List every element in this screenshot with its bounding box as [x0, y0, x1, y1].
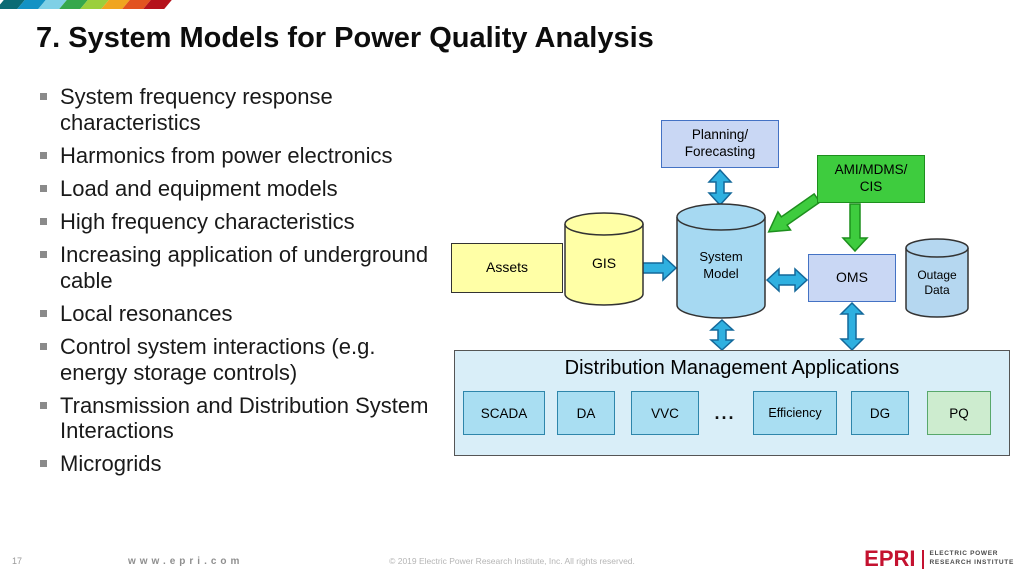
bullet-marker-icon — [40, 250, 47, 258]
bullet-item: Transmission and Distribution System Int… — [38, 393, 446, 445]
outage-data-cylinder: Outage Data — [905, 238, 969, 318]
dma-title: Distribution Management Applications — [564, 357, 900, 379]
cylinder-top — [676, 203, 766, 231]
oms-box: OMS — [808, 254, 896, 302]
website-link[interactable]: www.epri.com — [128, 556, 244, 567]
bullet-text: Local resonances — [60, 300, 233, 326]
ami-mdms-cis-box: AMI/MDMS/ CIS — [817, 155, 925, 203]
arrow-planning-systemmodel-icon — [707, 168, 733, 207]
system-model-database-cylinder: System Model — [676, 203, 766, 319]
bullet-marker-icon — [40, 342, 47, 350]
cylinder-body — [905, 248, 969, 318]
bullet-item: High frequency characteristics — [38, 209, 446, 235]
bullet-marker-icon — [40, 151, 47, 159]
bullet-item: Load and equipment models — [38, 176, 446, 202]
outage-label-line1: Outage — [917, 267, 957, 282]
app-box-scada: SCADA — [463, 391, 545, 435]
logo-tagline-line1: ELECTRIC POWER — [929, 550, 999, 558]
assets-box: Assets — [451, 243, 563, 293]
bullet-item: Increasing application of underground ca… — [38, 242, 446, 294]
bullet-text: Transmission and Distribution System Int… — [60, 392, 429, 444]
outage-data-label: Outage Data — [905, 238, 969, 318]
planning-forecasting-box: Planning/ Forecasting — [661, 120, 779, 168]
bullet-item: Microgrids — [38, 451, 446, 477]
planning-label-line2: Forecasting — [684, 144, 756, 159]
bullet-text: Increasing application of underground ca… — [60, 241, 429, 293]
bullet-marker-icon — [40, 184, 47, 192]
system-architecture-diagram: Planning/ Forecasting AMI/MDMS/ CIS Asse… — [445, 110, 1020, 460]
arrow-ami-systemmodel-icon — [767, 192, 821, 233]
arrow-oms-dma-icon — [839, 301, 865, 352]
gis-label: GIS — [591, 254, 617, 271]
outage-label-line2: Data — [924, 282, 950, 297]
bullet-text: Harmonics from power electronics — [60, 142, 393, 168]
bullet-item: Harmonics from power electronics — [38, 143, 446, 169]
logo-tagline: ELECTRIC POWER RESEARCH INSTITUTE — [930, 550, 1014, 568]
gis-database-cylinder: GIS — [564, 212, 644, 306]
logo-tagline-line2: RESEARCH INSTITUTE — [929, 559, 1014, 566]
bullet-text: Control system interactions (e.g. energy… — [60, 333, 376, 385]
ami-label-line1: AMI/MDMS/ — [834, 162, 908, 178]
cylinder-top — [564, 212, 644, 236]
distribution-management-applications-panel: Distribution Management Applications SCA… — [454, 350, 1010, 456]
page-number: 17 — [12, 556, 23, 566]
bullet-text: System frequency response characteristic… — [60, 84, 333, 135]
app-box-pq: PQ — [927, 391, 991, 435]
arrow-systemmodel-dma-icon — [709, 318, 735, 352]
copyright-text: © 2019 Electric Power Research Institute… — [389, 556, 635, 566]
arrow-ami-oms-icon — [841, 203, 869, 253]
system-model-label-line1: System — [699, 249, 743, 265]
bullet-list: System frequency response characteristic… — [38, 84, 446, 484]
slide-footer: 17 www.epri.com © 2019 Electric Power Re… — [0, 545, 1024, 575]
epri-logo-text: EPRI — [864, 546, 916, 571]
app-box-da: DA — [557, 391, 615, 435]
header-stripes-decoration — [0, 0, 175, 9]
assets-label: Assets — [485, 259, 528, 276]
system-model-label-line2: Model — [703, 265, 739, 281]
app-box-efficiency: Efficiency — [753, 391, 837, 435]
system-model-label: System Model — [676, 203, 766, 319]
slide-title: 7. System Models for Power Quality Analy… — [36, 22, 654, 54]
bullet-text: High frequency characteristics — [60, 208, 355, 234]
cylinder-body — [676, 217, 766, 319]
bullet-marker-icon — [40, 93, 47, 100]
bullet-marker-icon — [40, 401, 47, 409]
bullet-item: System frequency response characteristic… — [38, 84, 446, 136]
cylinder-body — [564, 224, 644, 306]
planning-label-line1: Planning/ — [691, 127, 749, 143]
app-box-dg: DG — [851, 391, 909, 435]
bullet-item: Local resonances — [38, 301, 446, 327]
bullet-marker-icon — [40, 309, 47, 317]
bullet-item: Control system interactions (e.g. energy… — [38, 334, 446, 386]
cylinder-top — [905, 238, 969, 258]
apps-ellipsis: ... — [714, 402, 736, 423]
ami-label-line2: CIS — [859, 179, 883, 194]
app-box-vvc: VVC — [631, 391, 699, 435]
diagram-arrows-layer — [641, 168, 869, 352]
bullet-text: Microgrids — [60, 451, 162, 477]
bullet-marker-icon — [40, 460, 47, 468]
arrow-systemmodel-oms-icon — [765, 267, 809, 293]
bullet-marker-icon — [40, 217, 47, 225]
oms-label: OMS — [836, 269, 868, 286]
cylinder-shape-icon — [564, 212, 644, 306]
bullet-text: Load and equipment models — [60, 175, 338, 201]
cylinder-shape-icon — [905, 238, 969, 318]
epri-logo: EPRI ELECTRIC POWER RESEARCH INSTITUTE — [864, 546, 1014, 572]
cylinder-shape-icon — [676, 203, 766, 319]
logo-divider — [921, 549, 924, 569]
arrow-gis-systemmodel-icon — [641, 254, 678, 282]
